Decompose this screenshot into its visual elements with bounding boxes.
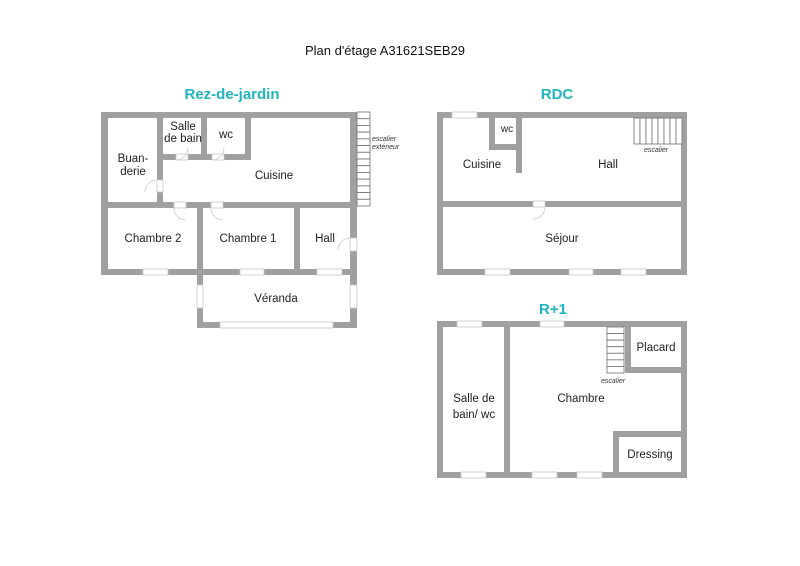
room-placard: Placard: [637, 342, 676, 354]
windows: [456, 320, 603, 479]
stair-step: [356, 172, 371, 180]
room-chambre-2: Chambre 2: [125, 233, 182, 245]
stair-step: [606, 366, 625, 374]
stair-step: [356, 111, 371, 120]
room-chambre-1: Chambre 1: [220, 233, 277, 245]
room-hall: Hall: [315, 233, 335, 245]
stair-step: [356, 185, 371, 193]
room-wc: wc: [218, 129, 233, 141]
stair-step: [606, 339, 625, 348]
stair-step: [669, 117, 677, 145]
windows: [451, 111, 647, 276]
stair-step: [356, 198, 371, 207]
room-hall: Hall: [598, 159, 618, 171]
room-dressing: Dressing: [627, 449, 672, 461]
stair-step: [356, 165, 371, 173]
stair-step: [356, 151, 371, 160]
stairs-label: escalier: [601, 378, 626, 385]
stair-step: [356, 125, 371, 133]
stair-step: [663, 117, 671, 145]
stairs: [633, 117, 683, 145]
stair-step: [606, 326, 625, 334]
room-buanderie-2: derie: [120, 166, 146, 178]
room-veranda: Véranda: [254, 293, 298, 305]
stairs-label: escalier: [372, 136, 397, 143]
room-salle-de-bain-wc-2: bain/ wc: [453, 409, 495, 421]
stairs-label: escalier: [644, 147, 669, 154]
stair-step: [606, 359, 625, 367]
heading-rez-de-jardin: Rez-de-jardin: [184, 86, 279, 103]
stair-step: [606, 352, 625, 361]
exterior-stairs: [356, 111, 371, 207]
stairs: [606, 326, 625, 374]
doors: [144, 147, 358, 252]
stair-step: [356, 118, 371, 126]
stair-step: [356, 158, 371, 167]
stair-step: [675, 117, 683, 145]
plan-rez-de-jardin: Rez-de-jardin: [101, 86, 400, 329]
windows: [142, 268, 358, 329]
heading-r1: R+1: [539, 301, 567, 318]
room-cuisine: Cuisine: [463, 159, 501, 171]
stair-step: [356, 145, 371, 153]
stair-step: [651, 117, 659, 145]
room-wc: wc: [500, 124, 513, 135]
stair-step: [356, 138, 371, 146]
plan-title: Plan d'étage A31621SEB29: [305, 43, 465, 58]
stair-step: [639, 117, 647, 145]
heading-rdc: RDC: [541, 86, 574, 103]
stair-step: [645, 117, 653, 145]
walls: [101, 112, 357, 328]
room-chambre: Chambre: [557, 393, 604, 405]
room-sejour: Séjour: [545, 233, 578, 245]
stair-step: [606, 346, 625, 354]
plan-r1: R+1 escalier Salle de bain/ wc Chambre P…: [437, 301, 687, 479]
room-salle-de-bain-wc: Salle de: [453, 393, 495, 405]
stairs-label-2: extérieur: [372, 144, 400, 151]
room-cuisine: Cuisine: [255, 170, 293, 182]
stair-step: [356, 131, 371, 140]
stair-step: [633, 117, 641, 145]
plan-rdc: RDC escalier wc Cuisine Hall Séjour: [437, 86, 687, 276]
doors: [532, 200, 546, 220]
stair-step: [356, 192, 371, 200]
room-salle-de-bain: Salle: [170, 121, 196, 133]
stair-step: [606, 333, 625, 341]
room-salle-de-bain-2: de bain: [164, 133, 202, 145]
stair-step: [356, 178, 371, 187]
room-buanderie: Buan-: [118, 153, 149, 165]
walls: [437, 112, 687, 275]
stair-step: [657, 117, 665, 145]
